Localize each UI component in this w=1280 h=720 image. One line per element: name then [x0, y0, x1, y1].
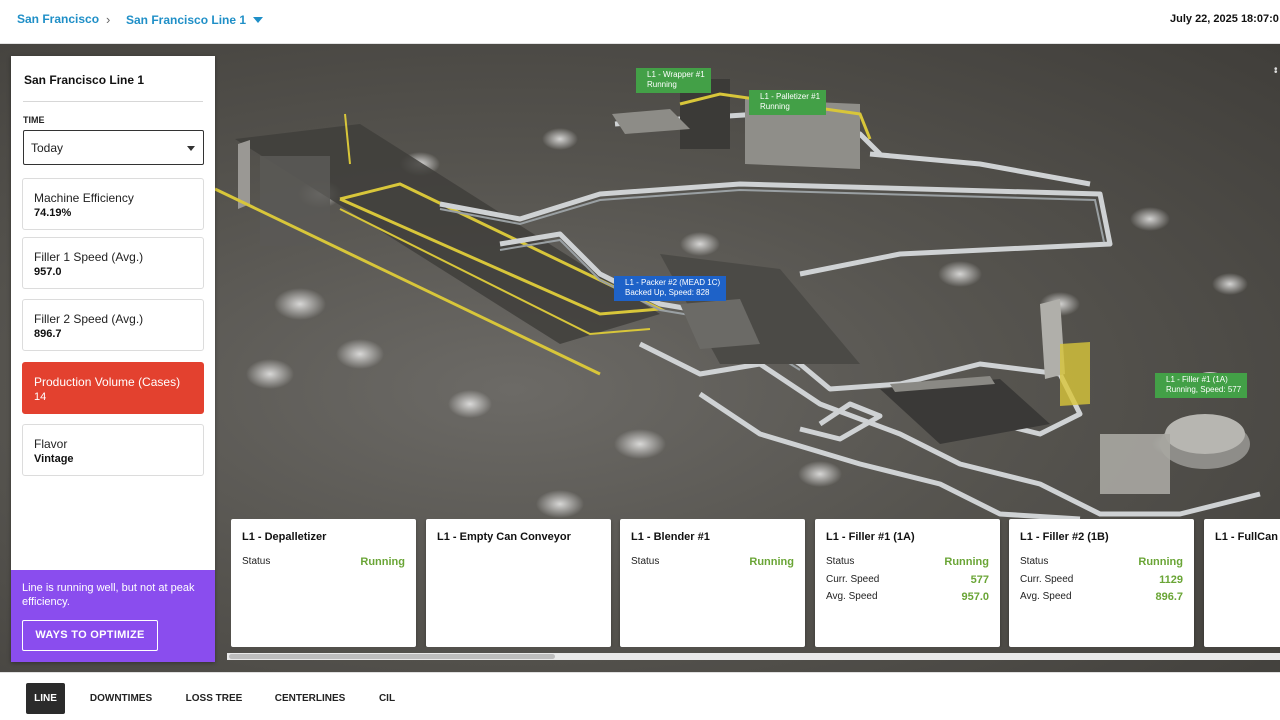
tab-loss-tree[interactable]: LOSS TREE: [185, 693, 243, 704]
cards-scrollbar[interactable]: [227, 653, 1280, 660]
current-speed-value: 1129: [1159, 574, 1183, 586]
cards-scrollbar-thumb[interactable]: [229, 654, 555, 659]
avg-speed-row: Avg. Speed 957.0: [826, 591, 989, 605]
tag-wrapper-1-status: Running: [647, 80, 677, 89]
current-datetime: July 22, 2025 18:07:0: [1170, 13, 1279, 25]
tag-filler-1-status: Running, Speed: 577: [1166, 385, 1242, 394]
card-fullcan[interactable]: L1 - FullCan: [1204, 519, 1280, 647]
optimization-callout: Line is running well, but not at peak ef…: [11, 570, 215, 662]
current-speed-row: Curr. Speed 1129: [1020, 574, 1183, 588]
kpi-machine-efficiency[interactable]: Machine Efficiency 74.19%: [22, 178, 204, 230]
card-title: L1 - Depalletizer: [242, 531, 327, 543]
kpi-value: 14: [34, 391, 47, 403]
tag-packer-2[interactable]: L1 - Packer #2 (MEAD 1C) Backed Up, Spee…: [614, 276, 727, 301]
status-label: Status: [1020, 556, 1049, 567]
line-dropdown-caret-icon[interactable]: [253, 17, 263, 23]
kpi-name: Machine Efficiency: [34, 191, 134, 205]
status-value: Running: [1138, 556, 1183, 568]
machine-cards-strip[interactable]: L1 - Depalletizer Status Running L1 - Em…: [231, 519, 1280, 647]
current-speed-label: Curr. Speed: [1020, 574, 1074, 585]
kpi-name: Flavor: [34, 437, 68, 451]
kpi-production-volume[interactable]: Production Volume (Cases) 14: [22, 362, 204, 414]
kpi-flavor[interactable]: Flavor Vintage: [22, 424, 204, 476]
kpi-filler-1-speed[interactable]: Filler 1 Speed (Avg.) 957.0: [22, 237, 204, 289]
breadcrumb-site[interactable]: San Francisco: [17, 12, 100, 26]
breadcrumb-line[interactable]: San Francisco Line 1: [126, 13, 247, 27]
divider: [23, 101, 203, 102]
status-label: Status: [631, 556, 660, 567]
status-value: Running: [749, 556, 794, 568]
status-value: Running: [944, 556, 989, 568]
card-title: L1 - Filler #2 (1B): [1020, 531, 1109, 543]
ways-to-optimize-button[interactable]: WAYS TO OPTIMIZE: [22, 620, 158, 651]
kpi-value: 74.19%: [34, 207, 72, 219]
tag-wrapper-1[interactable]: L1 - Wrapper #1 Running: [636, 68, 711, 93]
kpi-name: Filler 2 Speed (Avg.): [34, 312, 144, 326]
kpi-filler-2-speed[interactable]: Filler 2 Speed (Avg.) 896.7: [22, 299, 204, 351]
avg-speed-label: Avg. Speed: [1020, 591, 1072, 602]
more-options-icon[interactable]: ••: [1274, 64, 1278, 78]
tab-cil[interactable]: CIL: [378, 693, 396, 704]
card-title: L1 - FullCan: [1215, 531, 1278, 543]
card-depalletizer[interactable]: L1 - Depalletizer Status Running: [231, 519, 416, 647]
optimization-message: Line is running well, but not at peak ef…: [22, 582, 195, 608]
card-title: L1 - Filler #1 (1A): [826, 531, 915, 543]
time-label: TIME: [23, 115, 45, 125]
tag-palletizer-1-name: L1 - Palletizer #1: [760, 92, 821, 101]
kpi-name: Filler 1 Speed (Avg.): [34, 250, 144, 264]
avg-speed-value: 957.0: [961, 591, 989, 603]
card-title: L1 - Empty Can Conveyor: [437, 531, 571, 543]
chevron-down-icon: [187, 146, 195, 151]
tag-wrapper-1-name: L1 - Wrapper #1: [647, 70, 705, 79]
current-speed-row: Curr. Speed 577: [826, 574, 989, 588]
status-label: Status: [242, 556, 271, 567]
tab-line[interactable]: LINE: [26, 683, 65, 714]
tag-packer-2-status: Backed Up, Speed: 828: [625, 288, 710, 297]
kpi-name: Production Volume (Cases): [34, 375, 181, 389]
current-speed-value: 577: [970, 574, 989, 586]
card-title: L1 - Blender #1: [631, 531, 710, 543]
tag-filler-1-name: L1 - Filler #1 (1A): [1166, 375, 1228, 384]
tab-downtimes[interactable]: DOWNTIMES: [89, 693, 153, 704]
status-row: Status Running: [631, 556, 794, 570]
factory-floor-illustration: [214, 79, 1261, 522]
status-row: Status Running: [1020, 556, 1183, 570]
status-value: Running: [360, 556, 405, 568]
kpi-value: Vintage: [34, 453, 74, 465]
kpi-value: 957.0: [34, 266, 62, 278]
card-blender-1[interactable]: L1 - Blender #1 Status Running: [620, 519, 805, 647]
status-label: Status: [826, 556, 855, 567]
tag-packer-2-name: L1 - Packer #2 (MEAD 1C): [625, 278, 721, 287]
bottom-tab-bar: LINE DOWNTIMES LOSS TREE CENTERLINES CIL: [0, 672, 1280, 720]
kpi-value: 896.7: [34, 328, 62, 340]
avg-speed-label: Avg. Speed: [826, 591, 878, 602]
tag-palletizer-1-status: Running: [760, 102, 790, 111]
card-filler-1b[interactable]: L1 - Filler #2 (1B) Status Running Curr.…: [1009, 519, 1194, 647]
card-empty-can-conveyor[interactable]: L1 - Empty Can Conveyor: [426, 519, 611, 647]
tag-palletizer-1[interactable]: L1 - Palletizer #1 Running: [749, 90, 827, 115]
tab-centerlines[interactable]: CENTERLINES: [274, 693, 346, 704]
avg-speed-row: Avg. Speed 896.7: [1020, 591, 1183, 605]
breadcrumb-chevron-icon: ›: [106, 12, 111, 27]
avg-speed-value: 896.7: [1155, 591, 1183, 603]
status-row: Status Running: [826, 556, 989, 570]
time-range-value: Today: [31, 141, 64, 155]
panel-title: San Francisco Line 1: [24, 73, 145, 87]
top-bar: San Francisco › San Francisco Line 1 Jul…: [0, 0, 1280, 44]
line-summary-panel: San Francisco Line 1 TIME Today Machine …: [11, 56, 215, 662]
time-range-select[interactable]: Today: [23, 130, 204, 165]
current-speed-label: Curr. Speed: [826, 574, 880, 585]
card-filler-1a[interactable]: L1 - Filler #1 (1A) Status Running Curr.…: [815, 519, 1000, 647]
tag-filler-1[interactable]: L1 - Filler #1 (1A) Running, Speed: 577: [1155, 373, 1248, 398]
status-row: Status Running: [242, 556, 405, 570]
